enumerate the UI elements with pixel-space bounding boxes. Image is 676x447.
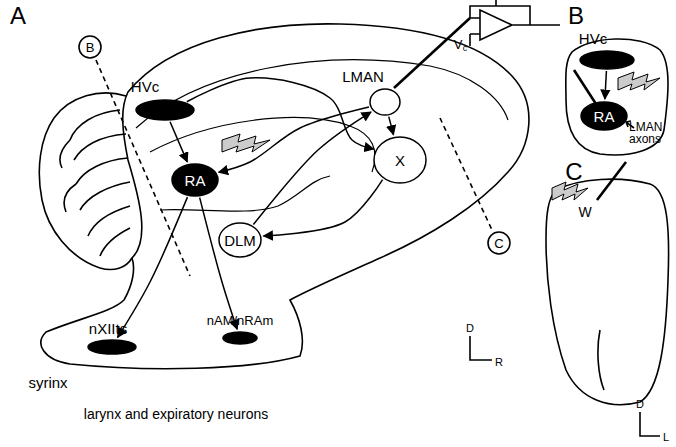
nucleus-label: RA (185, 173, 206, 188)
lamina (136, 60, 508, 211)
electrode (394, 18, 470, 88)
nucleus-ra: RA (580, 101, 628, 131)
nucleus-label: HVc (579, 31, 607, 46)
brain-outline (41, 24, 529, 369)
section-line (96, 60, 190, 276)
panel-letter: A (10, 4, 26, 28)
projection-arrow (118, 197, 188, 337)
nucleus-label: LMAN (342, 69, 384, 84)
nucleus-label: RA (594, 109, 615, 124)
electrode (574, 70, 596, 104)
projection-arrow (219, 107, 369, 172)
axon-label: LMAN axons (629, 121, 667, 145)
nucleus-hvc: HVc (135, 99, 195, 121)
slice-outline (566, 39, 668, 155)
nucleus-label: X (395, 153, 405, 168)
axis-label: D (466, 323, 474, 334)
nucleus-nxiits: nXIIts (87, 339, 137, 355)
projection-arrow (200, 198, 237, 329)
slice-outline (546, 179, 669, 404)
panel-letter: C (565, 160, 582, 184)
nucleus-label: HVc (131, 79, 159, 94)
voltage-subscript: c (463, 44, 468, 53)
nucleus-label: nAM/nRAm (207, 314, 273, 327)
axis (470, 336, 492, 360)
nucleus-label: DLM (224, 233, 256, 248)
cerebellum (39, 93, 132, 270)
nucleus-shape (135, 99, 195, 121)
organ-label: syrinx (28, 375, 67, 390)
section-marker (488, 232, 510, 254)
nucleus-label: nXIIts (89, 321, 127, 336)
voltage-label: V (454, 38, 463, 51)
section-line (440, 118, 492, 230)
nucleus-shape (87, 339, 137, 355)
projection-arrow (253, 112, 371, 225)
panel-letter: B (568, 4, 584, 28)
projection-arrow (264, 180, 383, 236)
amplifier (470, 0, 560, 46)
projection-arrow (389, 117, 394, 135)
nucleus-shape (222, 331, 258, 345)
target-label: larynx and expiratory neurons (84, 407, 268, 421)
nucleus-shape (369, 88, 401, 116)
section-letter: C (494, 237, 503, 250)
projection-arrow (170, 122, 187, 162)
electrode (597, 162, 626, 200)
stimulus-bolt (618, 72, 660, 90)
axis-label: R (495, 357, 503, 368)
nucleus-ra: RA (171, 163, 219, 197)
section-marker (79, 36, 101, 58)
nucleus-hvc: HVc (579, 50, 635, 70)
area-x: X (373, 136, 427, 184)
projection-arrow (605, 71, 607, 99)
axis (640, 412, 660, 436)
nucleus-shape (579, 50, 635, 70)
stimulation-site: W (578, 205, 591, 219)
nucleus-lman: LMAN (369, 88, 401, 116)
nucleus-nam: nAM/nRAm (222, 331, 258, 345)
stimulus-bolt (222, 134, 270, 152)
nucleus-dlm: DLM (218, 222, 262, 258)
stimulus-bolt (552, 182, 588, 200)
axis-label: L (663, 432, 669, 443)
axis-label: D (636, 399, 644, 410)
section-letter: B (86, 41, 95, 54)
